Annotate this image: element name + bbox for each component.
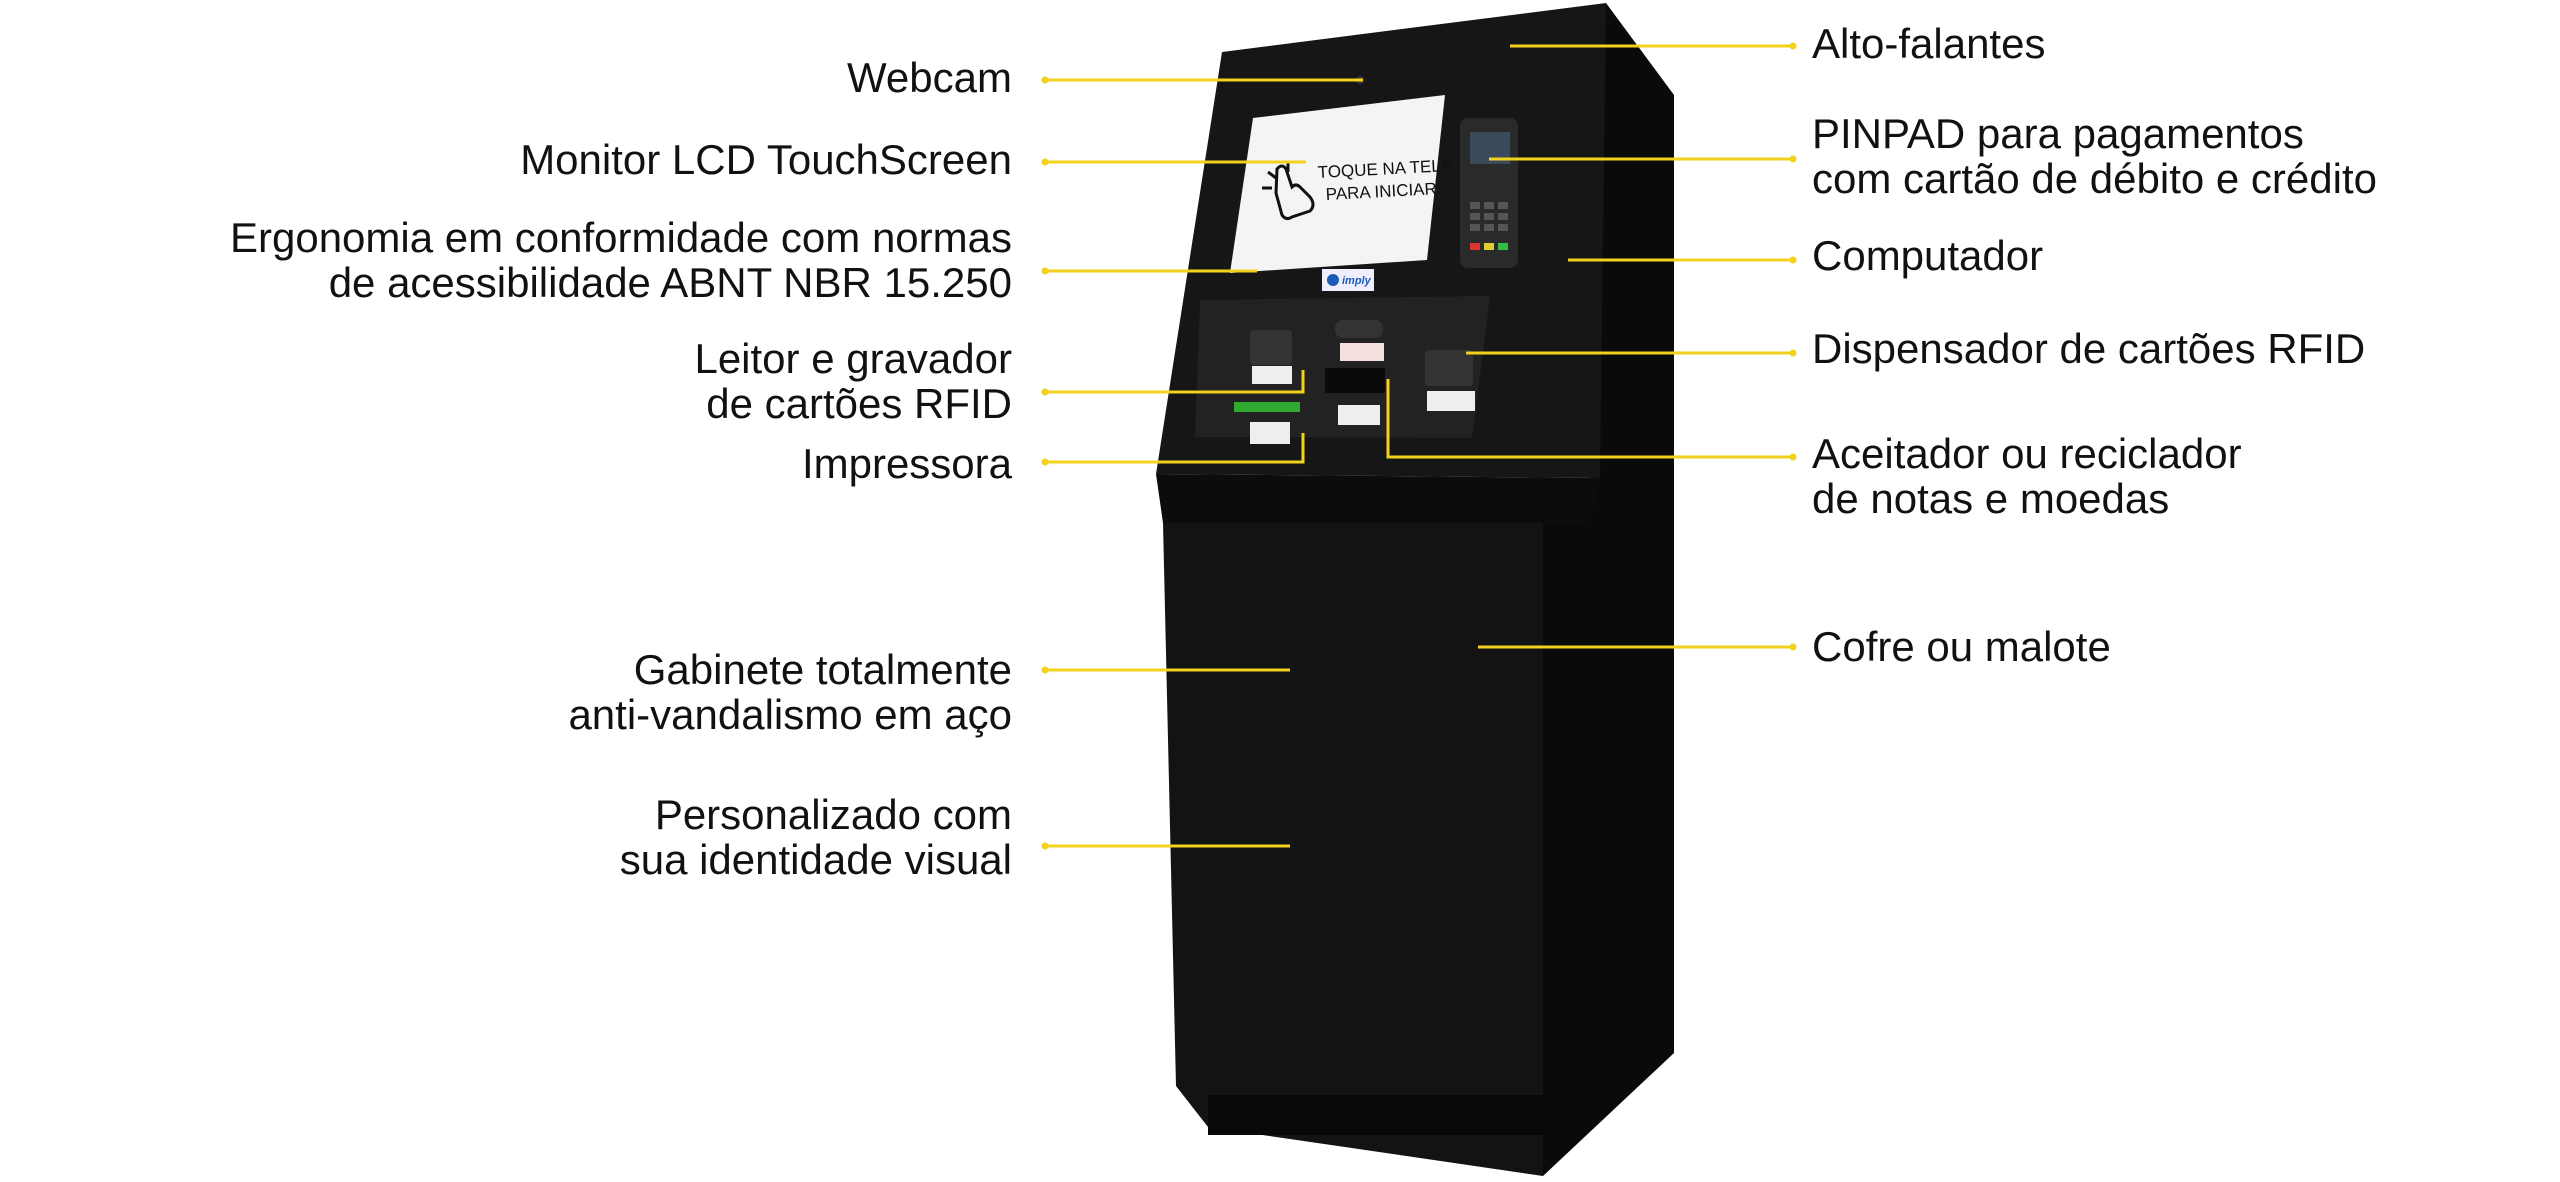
kiosk-side-panel [1543,3,1674,1176]
touchscreen [1230,95,1445,273]
label-text: de notas e moedas [1812,475,2170,522]
kiosk: TOQUE NA TELA PARA INICIAR imply [1156,3,1674,1176]
label-alto-falantes: Alto-falantes [1812,21,2045,66]
label-impressora: Impressora [802,441,1012,486]
card-dispenser-slot [1425,350,1473,386]
label-monitor: Monitor LCD TouchScreen [520,137,1012,182]
callout-line-leitor [1045,370,1305,394]
brand-logo-text: imply [1342,275,1372,287]
note-acceptor-slot [1325,368,1385,393]
pinpad [1460,118,1518,268]
label-text: com cartão de débito e crédito [1812,155,2377,202]
label-text: de cartões RFID [706,380,1012,427]
label-text: anti-vandalismo em aço [568,691,1012,738]
callout-line-aceitador [1386,379,1793,459]
label-text: PINPAD para pagamentos [1812,110,2304,157]
label-text: Cofre ou malote [1812,623,2111,670]
label-text: Monitor LCD TouchScreen [520,136,1012,183]
label-text: Gabinete totalmente [633,646,1012,693]
audio-jack-panel [1335,320,1383,338]
touch-hand-icon [1262,162,1315,221]
label-text: sua identidade visual [619,836,1012,883]
label-text: Dispensador de cartões RFID [1812,325,2366,372]
card-dispenser-label [1427,391,1475,411]
kiosk-ledge [1156,474,1600,523]
callout-dots [1041,42,1797,850]
note-acceptor-label [1338,405,1380,425]
callout-lines [1045,44,1793,848]
label-webcam: Webcam [847,55,1012,100]
label-computador: Computador [1812,233,2043,278]
label-dispensador: Dispensador de cartões RFID [1812,326,2365,371]
label-text: Ergonomia em conformidade com normas [229,214,1012,261]
brand-logo-icon [1327,274,1339,286]
label-text: Personalizado com [654,791,1012,838]
label-cofre: Cofre ou malote [1812,624,2111,669]
kiosk-base [1208,1095,1543,1135]
label-text: Impressora [801,440,1012,487]
callout-line-impressora [1045,433,1305,464]
kiosk-cabinet-front [1163,523,1543,1176]
label-text: Aceitador ou reciclador [1812,430,2242,477]
printer-label [1250,422,1290,444]
label-text: Alto-falantes [1812,20,2046,67]
printer-slot [1234,402,1300,412]
card-reader-label [1252,366,1292,384]
label-text: Leitor e gravador [694,335,1012,382]
label-text: de acessibilidade ABNT NBR 15.250 [328,259,1012,306]
audio-label [1340,343,1384,361]
card-reader-slot [1250,330,1292,365]
label-text: Computador [1812,232,2044,279]
label-text: Webcam [847,54,1012,101]
